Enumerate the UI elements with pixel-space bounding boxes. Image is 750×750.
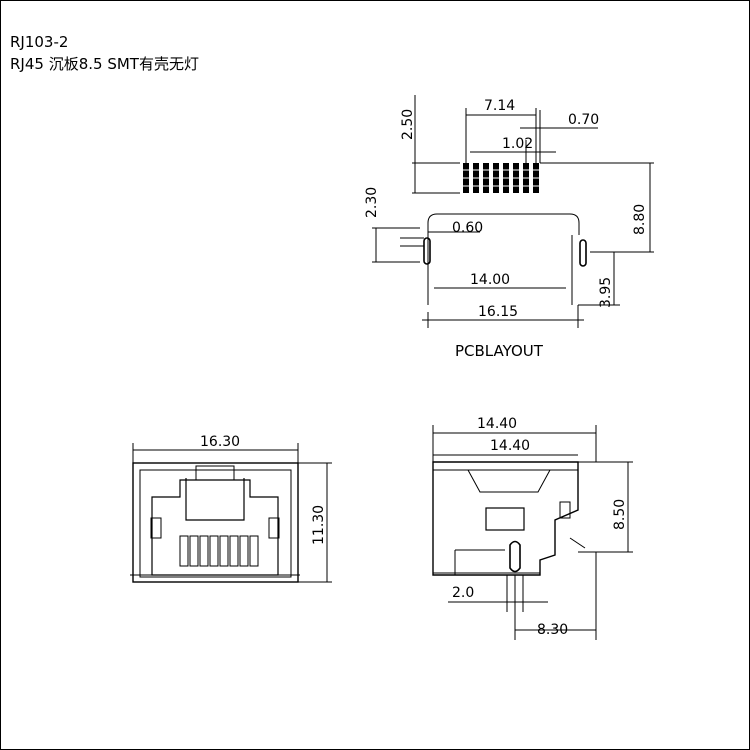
- border-left: [0, 0, 1, 750]
- pcb-dim-14-00: 14.00: [470, 272, 510, 288]
- front-dim-height: 11.30: [311, 505, 327, 545]
- pcb-dim-8-80: 8.80: [632, 204, 648, 235]
- side-dim-2-0: 2.0: [452, 585, 474, 601]
- side-dim-8-30: 8.30: [537, 622, 568, 638]
- side-dim-top-outer: 14.40: [477, 416, 517, 432]
- front-dim-width: 16.30: [200, 434, 240, 450]
- part-number: RJ103-2: [10, 33, 69, 51]
- border-top: [0, 0, 750, 1]
- side-view: [432, 425, 633, 640]
- side-dim-height: 8.50: [612, 499, 628, 530]
- front-view: [130, 443, 332, 583]
- side-dim-top-inner: 14.40: [490, 438, 530, 454]
- pcb-dim-2-50: 2.50: [400, 109, 416, 140]
- pcb-layout-view: [372, 95, 654, 328]
- pcb-dim-0-60: 0.60: [452, 220, 483, 236]
- pcb-dim-0-70: 0.70: [568, 112, 599, 128]
- pcb-dim-1-02: 1.02: [502, 136, 533, 152]
- pcb-dim-7-14: 7.14: [484, 98, 515, 114]
- pcb-dim-2-30: 2.30: [364, 187, 380, 218]
- part-description: RJ45 沉板8.5 SMT有壳无灯: [10, 55, 199, 73]
- pcb-dim-16-15: 16.15: [478, 304, 518, 320]
- pcb-dim-3-95: 3.95: [598, 277, 614, 308]
- pcb-layout-label: PCBLAYOUT: [455, 342, 544, 360]
- front-contacts: [179, 535, 259, 567]
